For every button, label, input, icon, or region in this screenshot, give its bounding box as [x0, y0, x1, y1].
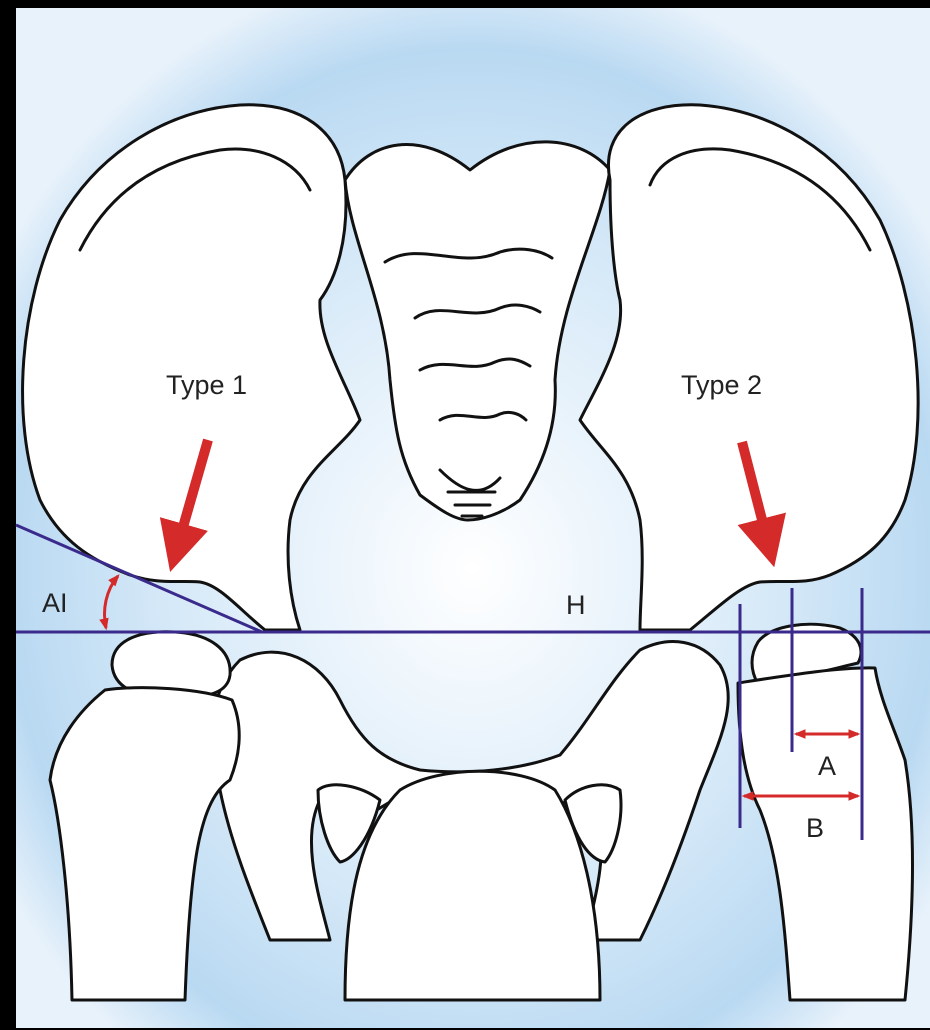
distance-a-label: A [818, 751, 836, 781]
type2-label: Type 2 [681, 370, 762, 400]
distance-b-label: B [806, 813, 824, 843]
horizontal-line-label: H [566, 590, 586, 620]
type1-label: Type 1 [166, 370, 247, 400]
acetabular-index-label: AI [42, 588, 68, 618]
